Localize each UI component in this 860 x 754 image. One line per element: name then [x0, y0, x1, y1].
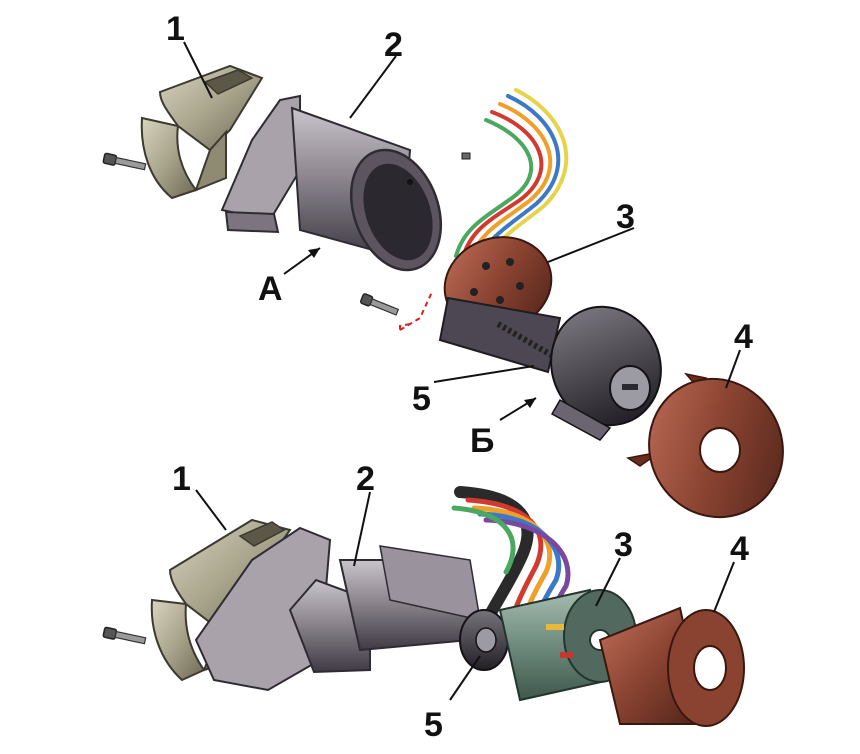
top-assembly-guide-line — [399, 291, 433, 332]
bottom-housing — [194, 526, 481, 692]
top-label-point-a: А — [258, 270, 283, 308]
screw-icon — [102, 152, 147, 171]
bottom-leader-lines — [195, 489, 735, 701]
top-label-point-b: Б — [470, 422, 494, 460]
screw-icon — [359, 293, 400, 316]
top-lock-cylinder — [438, 296, 662, 441]
top-label-contact-disc: 3 — [616, 198, 635, 236]
top-label-lock: 5 — [412, 380, 431, 418]
top-housing — [220, 94, 443, 272]
top-leader-lines — [183, 41, 741, 389]
top-label-housing: 2 — [384, 26, 403, 64]
bottom-label-lock: 5 — [424, 706, 443, 744]
screw-icon — [102, 626, 147, 645]
top-exploded-view: 1 2 3 4 5 А Б — [102, 10, 784, 519]
bottom-lock-cylinder — [459, 609, 509, 671]
bottom-assembled-view: 1 2 3 4 5 — [102, 460, 749, 744]
bottom-cover — [598, 606, 745, 727]
leader-arrow-icon — [499, 397, 537, 421]
bottom-label-bracket: 1 — [172, 460, 191, 498]
top-cover — [626, 372, 784, 519]
top-label-bracket: 1 — [166, 10, 185, 48]
screw-icon — [461, 152, 471, 160]
bottom-label-contact-stator: 3 — [614, 526, 633, 564]
top-label-cover: 4 — [734, 318, 753, 356]
top-bracket — [140, 64, 264, 200]
leader-arrow-icon — [283, 247, 321, 275]
bottom-label-housing: 2 — [356, 460, 375, 498]
bottom-label-cover: 4 — [730, 530, 749, 568]
